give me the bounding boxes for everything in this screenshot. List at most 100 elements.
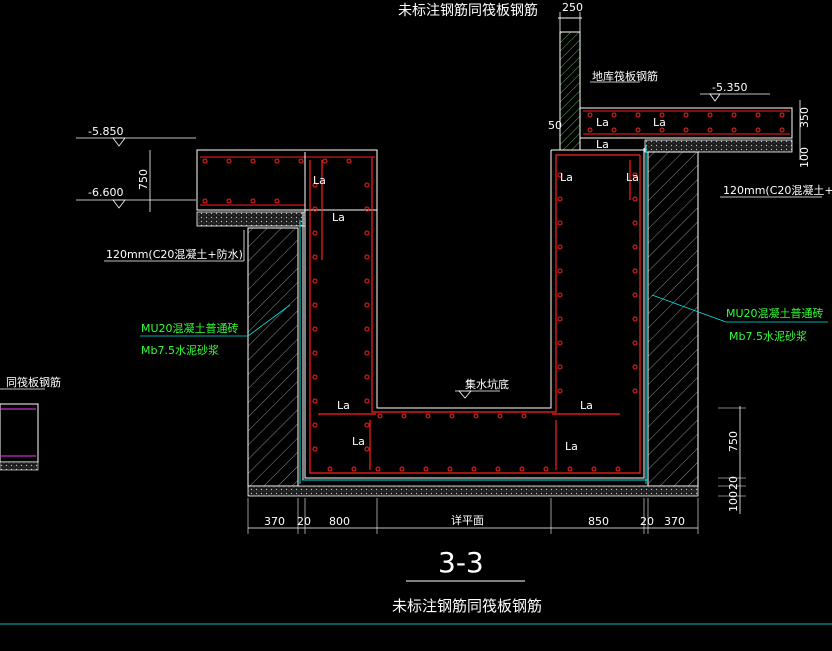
rebar-dot [611, 127, 617, 133]
bottom-title: 未标注钢筋同筏板钢筋 [392, 597, 542, 615]
rebar-dot [659, 127, 665, 133]
rebar-dot [364, 302, 370, 308]
dim-bottom: 370 [664, 515, 685, 528]
section-label: 3-3 [438, 546, 484, 579]
material-note-right: MU20混凝土普通砖 Mb7.5水泥砂浆 [651, 294, 828, 343]
elev-left-bottom: -6.600 [88, 186, 123, 199]
rebar-dot [312, 422, 318, 428]
rebar-dot [375, 466, 381, 472]
rebar-dot [632, 364, 638, 370]
rebar-dot [312, 446, 318, 452]
rebar-dot [707, 112, 713, 118]
rebar-dot [755, 112, 761, 118]
rebar-dot [557, 388, 563, 394]
rebar-dot [312, 374, 318, 380]
dim-bottom: 详平面 [451, 513, 484, 527]
la-label: La [596, 138, 609, 151]
rebar-dot [364, 446, 370, 452]
rebar-dot [615, 466, 621, 472]
la-label: La [580, 399, 593, 412]
dim-wall-offset: 50 [548, 119, 562, 132]
rebar-dot [557, 364, 563, 370]
rebar-dot [274, 198, 280, 204]
dim-bottom: 850 [588, 515, 609, 528]
la-label: La [653, 116, 666, 129]
rebar-dot [779, 112, 785, 118]
rebar-dot [683, 112, 689, 118]
partial-left-detail: 同筏板钢筋 [0, 375, 61, 471]
rebar-dot [312, 398, 318, 404]
bottom-cushion [247, 485, 699, 497]
rebar-dot [779, 127, 785, 133]
material-note-left: MU20混凝土普通砖 Mb7.5水泥砂浆 [140, 304, 291, 357]
rebar-dot [226, 158, 232, 164]
dim-left-750: 750 [137, 169, 150, 190]
rebar-dot [473, 413, 479, 419]
rebar-dot [298, 158, 304, 164]
rebar-dot [364, 182, 370, 188]
rebar-dot [659, 112, 665, 118]
partial-left-label: 同筏板钢筋 [6, 375, 61, 389]
rebar-dot [521, 413, 527, 419]
la-labels: La La La La La La La La La La La [313, 116, 666, 453]
rebar-dot [226, 198, 232, 204]
rebar-dot [567, 466, 573, 472]
rebar-dot [322, 158, 328, 164]
rebar-dot [364, 206, 370, 212]
dim-top-right-100: 100 [798, 147, 811, 168]
rebar-dot [250, 158, 256, 164]
rebar-dot [377, 413, 383, 419]
elev-right-top: -5.350 [712, 81, 747, 94]
slab-note-left: 120mm(C20混凝土+防水) [106, 247, 243, 261]
rebar-dot [312, 182, 318, 188]
rebar-dot [312, 230, 318, 236]
rebar-dot [587, 112, 593, 118]
elev-left-top: -5.850 [88, 125, 123, 138]
dim-right: 20 [727, 476, 740, 490]
la-label: La [560, 171, 573, 184]
la-label: La [337, 399, 350, 412]
rebar-dot [364, 374, 370, 380]
rebar-dot [632, 268, 638, 274]
rebar-dot [447, 466, 453, 472]
la-label: La [332, 211, 345, 224]
rebar-dot [399, 466, 405, 472]
dim-bottom: 800 [329, 515, 350, 528]
rebar-dot [632, 244, 638, 250]
rebar-dot [364, 398, 370, 404]
rebar-dot [632, 316, 638, 322]
dim-right: 100 [727, 491, 740, 512]
slab-note-right: 120mm(C20混凝土+防水) [723, 183, 832, 197]
rebar-dot [587, 127, 593, 133]
pit-bottom-label: 集水坑底 [465, 377, 509, 391]
rebar-dot [364, 422, 370, 428]
rebar-label-top-right: 地库筏板钢筋 [592, 69, 658, 83]
rebar-dot [632, 196, 638, 202]
la-label: La [565, 440, 578, 453]
rebar-dot [611, 112, 617, 118]
rebar-dot [591, 466, 597, 472]
rebar-dot [632, 340, 638, 346]
dim-right: 750 [727, 431, 740, 452]
rebar-dot [635, 112, 641, 118]
rebar-dot [202, 198, 208, 204]
rebar-dot [312, 350, 318, 356]
rebar-dot [731, 127, 737, 133]
rebar-dot [707, 127, 713, 133]
rebar-dot [312, 278, 318, 284]
mortar-note-right: Mb7.5水泥砂浆 [729, 329, 807, 343]
rebar-dot [351, 466, 357, 472]
rebar-dot [471, 466, 477, 472]
rebar-dot [425, 413, 431, 419]
rebar-dot [312, 326, 318, 332]
rebar-dot [557, 268, 563, 274]
rebar-dot [364, 230, 370, 236]
la-label: La [313, 174, 326, 187]
rebar-dot [557, 316, 563, 322]
rebar-dots [202, 112, 785, 472]
brick-note-right: MU20混凝土普通砖 [726, 306, 824, 320]
rebar-dot [632, 292, 638, 298]
rebar-dot [401, 413, 407, 419]
brick-note-left: MU20混凝土普通砖 [141, 321, 239, 335]
rebar-dot [632, 388, 638, 394]
